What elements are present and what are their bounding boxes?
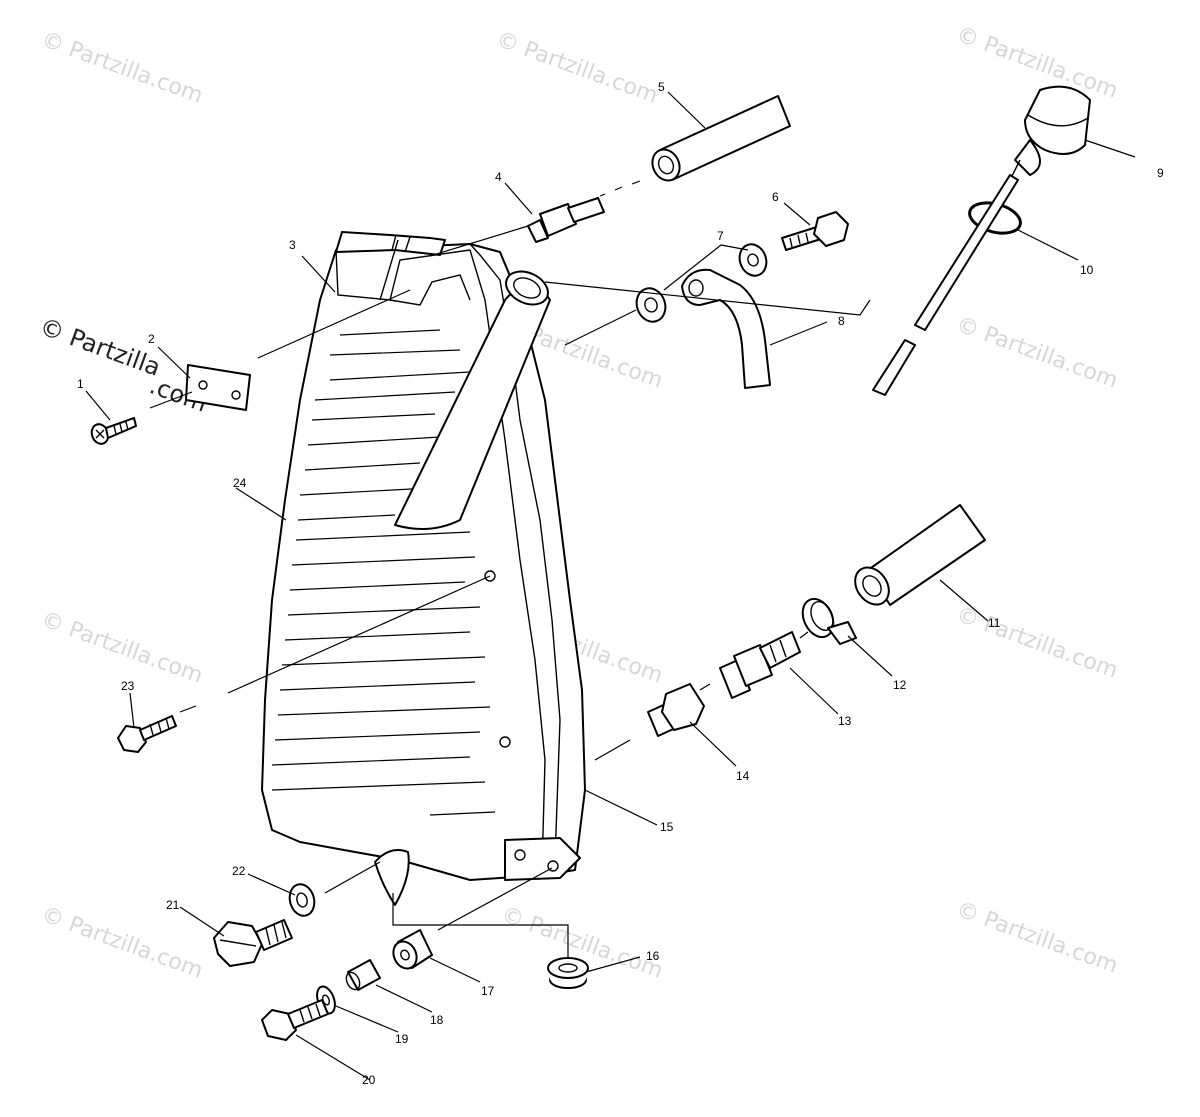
washers-part-7 [635,243,768,323]
main-watermark: © Partzilla [36,312,164,382]
callout-23: 23 [121,679,135,693]
callout-19: 19 [395,1032,409,1046]
drain-bolt-part-21 [213,919,293,967]
bushing-part-17 [392,929,433,970]
leader-lines [85,91,1136,1081]
callout-10: 10 [1080,263,1094,277]
callout-17: 17 [481,984,495,998]
callout-21: 21 [166,898,180,912]
banjo-line-part-8 [681,268,771,389]
callout-14: 14 [736,769,750,783]
bracket-plate-part-2 [185,364,251,411]
fitting-part-4 [527,197,605,243]
bolt-part-20 [261,999,329,1041]
callout-3: 3 [289,238,296,252]
bolt-part-6 [781,211,849,251]
watermark: © Partzilla.com [38,902,206,984]
screw-part-1 [90,417,137,445]
bolt-part-23 [117,715,177,753]
strap-part-3 [335,231,446,301]
callout-20: 20 [362,1073,376,1087]
callout-2: 2 [148,332,155,346]
watermark: © Partzilla.com [953,602,1121,684]
watermark: © Partzilla.com [38,607,206,689]
callout-6: 6 [772,190,779,204]
hose-part-5 [651,95,791,182]
watermark: © Partzilla.com [953,897,1121,979]
fitting-part-13 [719,631,801,699]
watermark: © Partzilla.com [953,312,1121,394]
callout-12: 12 [893,678,907,692]
callout-numbers: 1 2 3 4 5 6 7 8 9 10 11 12 13 14 15 16 1… [77,80,1164,1087]
callout-1: 1 [77,377,84,391]
tank-ribs [271,329,496,816]
dipstick-rod [872,174,1019,396]
callout-11: 11 [988,616,1001,630]
watermark: © Partzilla.com [493,27,661,109]
callout-13: 13 [838,714,852,728]
watermark: © Partzilla.com [38,27,206,109]
callout-15: 15 [660,820,674,834]
callout-22: 22 [232,864,246,878]
callout-4: 4 [495,170,502,184]
hose-clamp-part-12 [801,597,857,645]
callout-7: 7 [717,229,724,243]
washer-part-22 [288,883,316,917]
spacer-part-18 [345,959,381,991]
callout-18: 18 [430,1013,444,1027]
callout-16: 16 [646,949,660,963]
watermark: © Partzilla.com [953,22,1121,104]
dipstick-cap-part-9 [999,85,1091,201]
oil-tank [261,243,586,906]
fitting-part-14 [647,683,705,737]
callout-8: 8 [838,314,845,328]
callout-5: 5 [658,80,665,94]
alignment-lines [149,180,871,958]
callout-9: 9 [1157,166,1164,180]
grommet-part-16 [547,957,589,989]
callout-24: 24 [233,476,247,490]
hose-part-11 [854,504,986,606]
